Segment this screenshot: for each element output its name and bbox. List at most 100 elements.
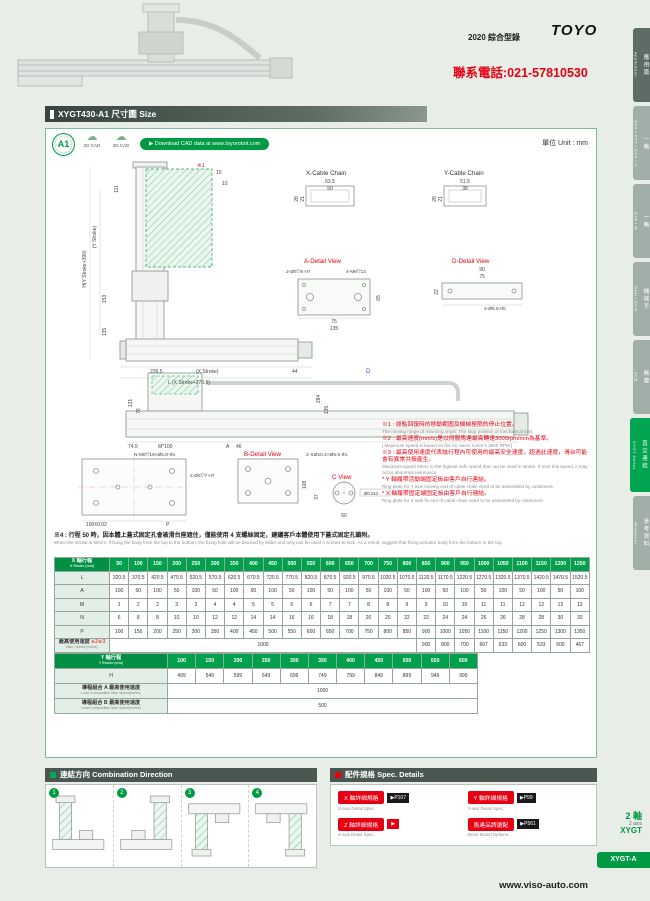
dim-label: (X Stroke)	[196, 369, 219, 375]
variant-badge: A1	[52, 133, 75, 156]
cell: 450	[364, 653, 394, 669]
cell: 8	[358, 597, 379, 612]
cell: 50	[511, 584, 533, 599]
dim-label: 90	[479, 267, 485, 273]
cell: 30	[550, 611, 571, 626]
cell: 300	[204, 557, 226, 572]
cell: 14	[262, 611, 283, 626]
cell: 100	[262, 584, 283, 599]
cell: 500	[167, 698, 478, 714]
cad-2d-download[interactable]: ☁ 2D CAD	[79, 131, 105, 149]
b-detail-plate	[237, 458, 299, 504]
cell: 950	[454, 557, 475, 572]
cell: 600	[511, 638, 533, 653]
cell: 1350	[569, 624, 590, 639]
cell: 250	[166, 624, 187, 639]
cell: 550	[420, 653, 450, 669]
sidebar-tab-gch-ech[interactable]: 機械手 GCH / ECH	[633, 262, 650, 336]
cell: 720.5	[262, 570, 283, 585]
combination-option-4[interactable]: 4	[249, 785, 316, 867]
note4-block: ※4 : 行程 50 時，因本體上蓋式固定孔會被滑台座遮住，僅能使用 4 支螺絲…	[54, 533, 590, 545]
dim-label: 131	[128, 399, 134, 408]
dim-label: B-Detail View	[244, 451, 282, 458]
cell: 50	[166, 584, 187, 599]
spec-page-link[interactable]: ▶P99	[516, 792, 536, 803]
cell: 100	[415, 584, 437, 599]
note-en: Ring plate for X axis fix end of cable c…	[382, 498, 544, 504]
dim-label: 135	[102, 328, 108, 337]
cell: 1520.5	[569, 570, 590, 585]
cloud-download-icon: ☁	[86, 131, 98, 143]
cell: 12	[224, 611, 245, 626]
spec-page-link[interactable]: ▶	[387, 819, 400, 829]
cell: 7	[339, 597, 360, 612]
tab-label-zh: 一軸	[642, 213, 649, 229]
spec-details-box: X 軸詳細規格 ▶P107 X-axis Detail Spec. Y 軸詳細規…	[330, 784, 597, 846]
tab-label-en: GTH / GTY / ETH / Y	[633, 119, 639, 167]
cell: 14	[243, 611, 264, 626]
cell: 100	[147, 584, 168, 599]
sidebar-tab-xygt-series-active[interactable]: 直交連結 XYGT Series	[630, 418, 650, 492]
combination-option-3[interactable]: 3	[182, 785, 250, 867]
cell: 799	[336, 668, 366, 684]
spec-page-link[interactable]: ▶P107	[387, 792, 409, 803]
cell: 550	[300, 557, 322, 572]
dim-label: A-Detail View	[304, 258, 342, 265]
cell: 649	[251, 668, 281, 684]
cell: 250	[185, 557, 206, 572]
sidebar-tab-ecb[interactable]: 無塵 ECB	[633, 340, 650, 414]
bottom-series-tab[interactable]: XYGT-A	[597, 852, 650, 868]
cell: 10	[166, 611, 187, 626]
sidebar-tab-application[interactable]: 應用篇 Application	[633, 28, 650, 102]
download-cad-button[interactable]: ▶ Download CAD data at www.toyorobot.com	[140, 138, 270, 150]
cell: 920.5	[339, 570, 360, 585]
cell: 870.5	[320, 570, 341, 585]
cell: 13	[569, 597, 590, 612]
sidebar-tab-etb-m[interactable]: 一軸 ETB / M	[633, 184, 650, 258]
spec-page-link[interactable]: ▶P561	[517, 819, 539, 829]
cell: 100	[128, 557, 149, 572]
cell: 13	[550, 597, 571, 612]
cell: 467	[569, 638, 590, 653]
cell: 12	[204, 611, 226, 626]
cell: 50	[435, 584, 456, 599]
cell: 2	[128, 597, 149, 612]
combination-option-1[interactable]: 1	[46, 785, 114, 867]
cell: A	[54, 584, 110, 599]
cable-chain-sections	[305, 185, 487, 207]
sidebar-tab-gth-gty-eth-y[interactable]: 一軸 GTH / GTY / ETH / Y	[633, 106, 650, 180]
dim-label: 284	[316, 395, 322, 404]
spec-en-label: Motor Brand Options.	[467, 832, 510, 837]
cell: 1270.5	[473, 570, 494, 585]
dim-label: M*100	[158, 444, 173, 450]
cad-3d-download[interactable]: ☁ 3D CAD	[108, 132, 134, 149]
cell: 50	[128, 584, 149, 599]
cell: 8	[377, 597, 398, 612]
dim-label: 65	[376, 295, 382, 301]
cell: 1200	[550, 557, 571, 572]
dim-label: D-Detail View	[452, 258, 490, 265]
dim-label: 46	[236, 444, 242, 450]
dim-label: N-M8▽16×Ø6.8-thr.	[134, 452, 176, 458]
cell: 450	[243, 624, 264, 639]
sidebar-tab-reference[interactable]: 參考資料 Reference	[633, 496, 650, 570]
tab-label-zh: 參考資料	[642, 518, 649, 548]
cell: 749	[307, 668, 338, 684]
cell: 570.5	[204, 570, 226, 585]
cell: 1100	[511, 557, 533, 572]
spec-item-x-axis: X 軸詳細規格 ▶P107 X-axis Detail Spec.	[338, 791, 460, 813]
axis-count-note: 2 軸 2 axis XYGT	[620, 811, 642, 836]
cell: 250	[251, 653, 281, 669]
dim-label: 75	[331, 319, 337, 325]
cell: 849	[364, 668, 394, 684]
tab-label-en: Reference	[633, 521, 639, 545]
a-detail-view	[297, 278, 371, 319]
combination-option-2[interactable]: 2	[114, 785, 182, 867]
cell: 949	[420, 668, 450, 684]
cell: 1470.5	[550, 570, 571, 585]
cell: 100	[300, 584, 322, 599]
spec-pill: Y 軸詳細規格	[467, 791, 514, 804]
